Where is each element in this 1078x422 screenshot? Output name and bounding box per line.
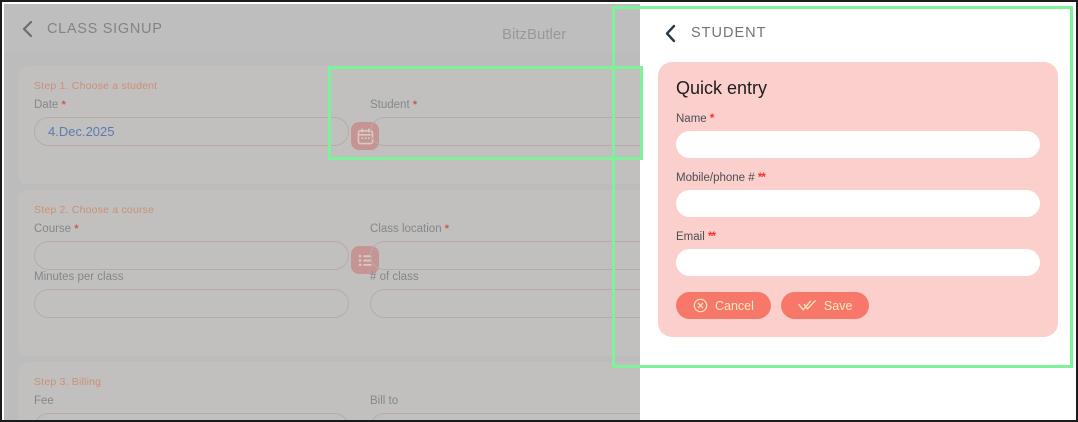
save-button[interactable]: Save <box>780 292 870 319</box>
minutes-per-class-input[interactable] <box>34 289 349 318</box>
fee-label: Fee <box>34 395 54 407</box>
student-field-group: Student * <box>370 99 640 146</box>
quick-entry-actions: Cancel Save <box>676 292 1040 319</box>
bill-to-input[interactable] <box>370 413 640 420</box>
quick-entry-title: Quick entry <box>676 78 768 98</box>
date-field-group: Date * 4.Dec.2025 <box>34 99 349 146</box>
date-value: 4.Dec.2025 <box>48 124 115 139</box>
cancel-button[interactable]: Cancel <box>676 292 771 319</box>
date-label: Date * <box>34 99 66 111</box>
email-label: Email ** <box>676 231 716 243</box>
course-input[interactable] <box>34 241 349 270</box>
number-of-class-input[interactable] <box>370 289 640 318</box>
quick-entry-card: Quick entry Name * Mobile/phone # ** Ema… <box>658 62 1058 337</box>
number-of-class-label: # of class <box>370 271 419 283</box>
step2-card: Step 2. Choose a course Course * <box>18 190 640 356</box>
required-marker: * <box>709 113 715 125</box>
student-input[interactable] <box>370 117 640 146</box>
student-slideover-panel: STUDENT Quick entry Name * Mobile/phone … <box>640 4 1076 420</box>
step3-label: Step 3. Billing <box>34 376 102 388</box>
step1-card: Step 1. Choose a student Date * 4.Dec.20… <box>18 66 640 184</box>
step2-label: Step 2. Choose a course <box>34 204 155 216</box>
step1-label: Step 1. Choose a student <box>34 80 158 92</box>
bill-to-label: Bill to <box>370 395 399 407</box>
date-input[interactable]: 4.Dec.2025 <box>34 117 349 146</box>
class-location-label: Class location * <box>370 223 450 235</box>
required-marker: * <box>61 99 66 111</box>
student-label: Student * <box>370 99 418 111</box>
name-label: Name * <box>676 113 715 125</box>
class-location-field-group: Class location * <box>370 223 640 270</box>
minutes-per-class-label: Minutes per class <box>34 271 124 283</box>
page-title: CLASS SIGNUP <box>47 20 163 37</box>
panel-title: STUDENT <box>691 25 767 41</box>
double-check-icon <box>798 299 817 313</box>
email-input[interactable] <box>676 249 1040 276</box>
mobile-phone-input[interactable] <box>676 190 1040 217</box>
required-marker: * <box>74 223 79 235</box>
chevron-left-icon[interactable] <box>664 24 677 43</box>
mobile-phone-label: Mobile/phone # ** <box>676 172 766 184</box>
brand-label: BitzButler <box>502 26 567 43</box>
step3-card: Step 3. Billing Fee Bill to <box>18 362 640 420</box>
panel-header: STUDENT <box>640 4 1076 62</box>
required-marker: ** <box>757 172 766 184</box>
minutes-per-class-field-group: Minutes per class <box>34 271 349 318</box>
chevron-left-icon[interactable] <box>20 20 34 38</box>
course-field-group: Course * <box>34 223 349 270</box>
class-signup-app: CLASS SIGNUP BitzButler Step 1. Choose a… <box>4 4 640 420</box>
required-marker: * <box>444 223 450 235</box>
required-marker: * <box>412 99 418 111</box>
cancel-button-label: Cancel <box>715 298 754 313</box>
required-marker: ** <box>707 231 716 243</box>
number-of-class-field-group: # of class <box>370 271 640 318</box>
circle-x-icon <box>693 298 708 313</box>
course-label: Course * <box>34 223 79 235</box>
save-button-label: Save <box>823 298 853 313</box>
fee-field-group: Fee <box>34 395 349 420</box>
fee-input[interactable] <box>34 413 349 420</box>
class-location-input[interactable] <box>370 241 640 270</box>
app-header: CLASS SIGNUP BitzButler <box>4 4 640 53</box>
bill-to-field-group: Bill to <box>370 395 640 420</box>
name-input[interactable] <box>676 131 1040 158</box>
